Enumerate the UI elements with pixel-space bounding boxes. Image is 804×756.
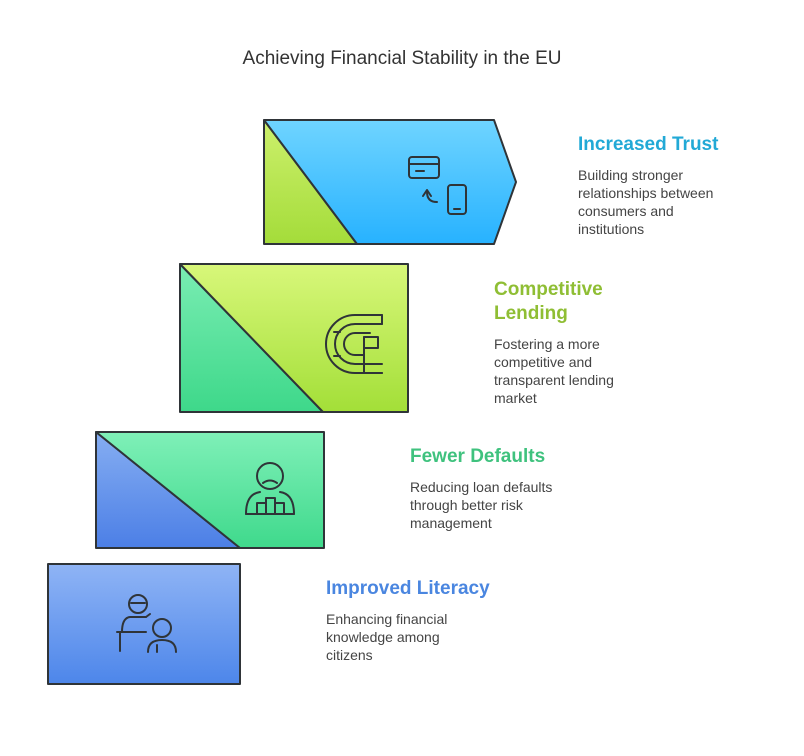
step-1-face [47, 563, 241, 685]
teacher-student-icon [116, 594, 177, 653]
step-improved-literacy: Improved Literacy Enhancing financial kn… [326, 577, 526, 664]
step-competitive-lending: Competitive Lending Fostering a more com… [494, 278, 664, 407]
step-heading: Fewer Defaults [410, 446, 546, 467]
magnet-flag-icon [325, 314, 383, 374]
diagram-title: Achieving Financial Stability in the EU [242, 48, 562, 69]
step-fewer-defaults: Fewer Defaults Reducing loan defaults th… [410, 445, 610, 532]
step-heading: Improved Literacy [326, 578, 490, 599]
card-to-phone-icon [408, 156, 467, 215]
step-description: Enhancing financial knowledge among citi… [326, 611, 448, 663]
step-heading: Competitive Lending [494, 279, 603, 324]
step-2-face [95, 431, 325, 549]
step-3-face [179, 263, 409, 413]
step-description: Reducing loan defaults through better ri… [410, 479, 553, 531]
step-description: Building stronger relationships between … [578, 167, 714, 237]
step-heading: Increased Trust [578, 134, 719, 155]
step-description: Fostering a more competitive and transpa… [494, 336, 614, 406]
person-blocks-icon [245, 462, 295, 515]
step-increased-trust: Increased Trust Building stronger relati… [578, 133, 778, 238]
